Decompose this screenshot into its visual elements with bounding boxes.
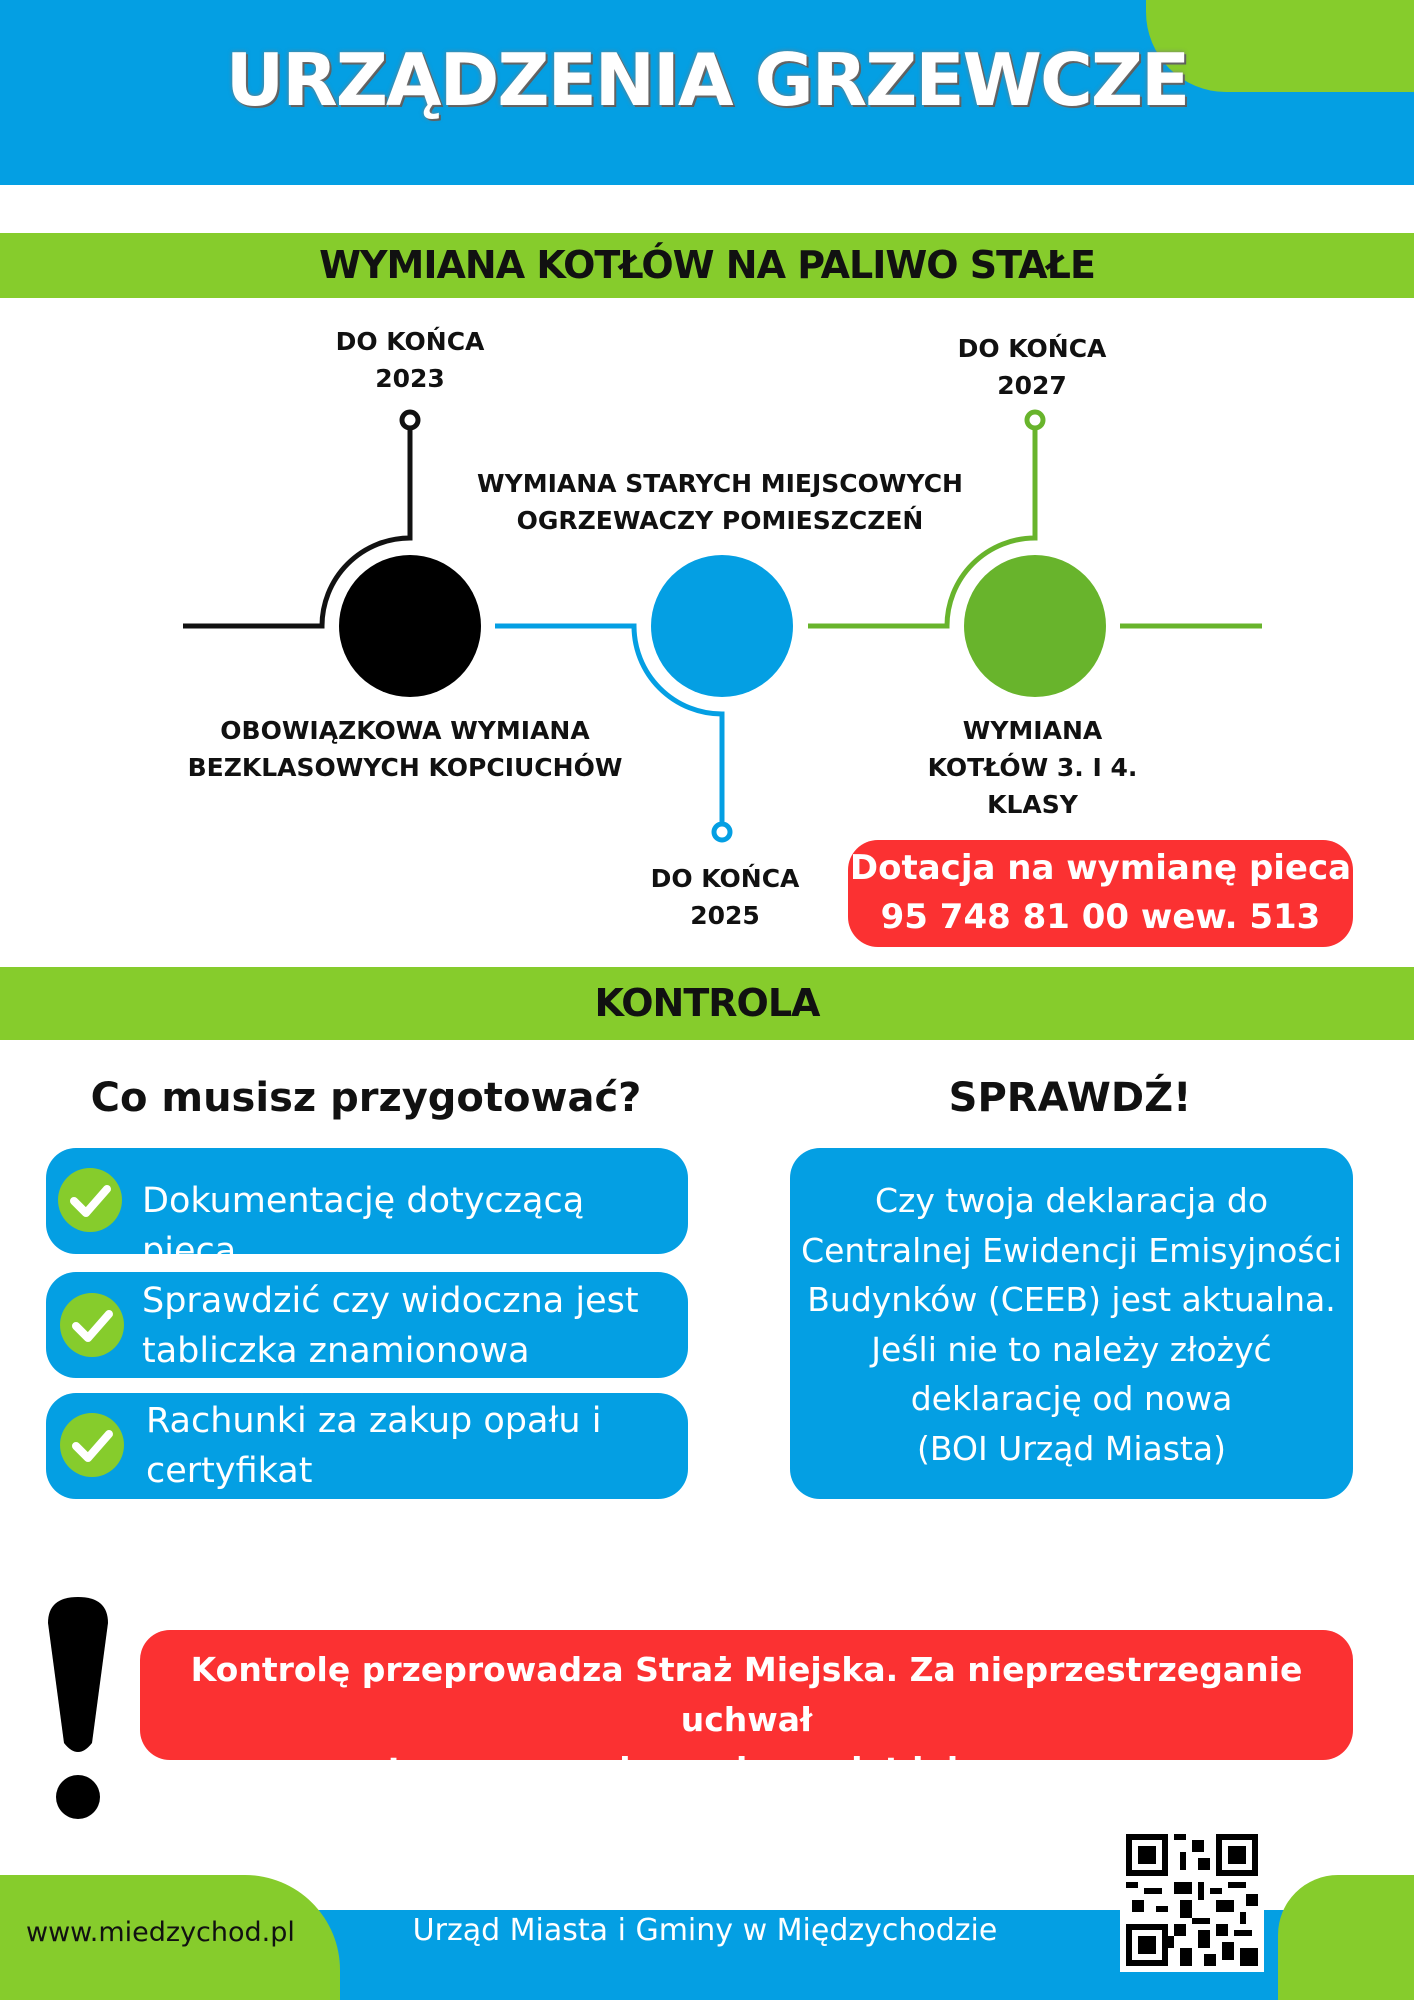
prepare-item-2: Sprawdzić czy widoczna jest tabliczka zn… — [46, 1272, 688, 1378]
check-icon — [60, 1413, 124, 1477]
check-icon — [58, 1168, 122, 1232]
header-corner-decoration — [1146, 0, 1414, 92]
website-link[interactable]: www.miedzychod.pl — [26, 1917, 295, 1948]
timeline-node-2027 — [964, 555, 1106, 697]
timeline-date-2025: DO KOŃCA 2025 — [650, 864, 800, 930]
section-heading-control: KONTROLA — [0, 967, 1414, 1040]
exclamation-icon — [48, 1597, 108, 1819]
ceeb-info-text: Czy twoja deklaracja do Centralnej Ewide… — [801, 1181, 1342, 1468]
prepare-item-text: Rachunki za zakup opału i certyfikat — [146, 1401, 602, 1491]
footer-office-name: Urząd Miasta i Gminy w Międzychodzie — [412, 1913, 998, 1948]
qr-code-icon[interactable] — [1120, 1828, 1264, 1972]
timeline-node-2025 — [651, 555, 793, 697]
timeline-date-2027: DO KOŃCA 2027 — [957, 334, 1107, 400]
timeline-label-2027: WYMIANA KOTŁÓW 3. I 4. KLASY — [927, 716, 1138, 819]
timeline-label-2025: WYMIANA STARYCH MIEJSCOWYCH OGRZEWACZY P… — [477, 469, 963, 535]
check-icon — [60, 1293, 124, 1357]
footer-right-decoration — [1278, 1875, 1414, 2000]
prepare-heading: Co musisz przygotować? — [90, 1075, 642, 1121]
warning-banner: Kontrolę przeprowadza Straż Miejska. Za … — [140, 1630, 1353, 1789]
ceeb-info-box: Czy twoja deklaracja do Centralnej Ewide… — [790, 1148, 1353, 1499]
timeline-date-2023: DO KOŃCA 2023 — [335, 327, 485, 393]
page-title: URZĄDZENIA GRZEWCZE — [225, 38, 1190, 122]
prepare-item-3: Rachunki za zakup opału i certyfikat — [46, 1393, 688, 1499]
timeline-node-2023 — [339, 555, 481, 697]
prepare-item-text: Sprawdzić czy widoczna jest tabliczka zn… — [142, 1281, 639, 1371]
subsidy-phone-badge: Dotacja na wymianę pieca 95 748 81 00 we… — [848, 840, 1353, 947]
timeline-label-2023: OBOWIĄZKOWA WYMIANA BEZKLASOWYCH KOPCIUC… — [187, 716, 623, 782]
prepare-item-1: Dokumentację dotyczącą pieca — [46, 1148, 688, 1271]
prepare-item-text: Dokumentację dotyczącą pieca — [142, 1181, 585, 1271]
section-heading-boiler-replacement: WYMIANA KOTŁÓW NA PALIWO STAŁE — [0, 233, 1414, 298]
footer-left-decoration — [0, 1875, 340, 2000]
timeline-lines — [183, 409, 1262, 843]
check-heading: SPRAWDŹ! — [948, 1075, 1192, 1121]
